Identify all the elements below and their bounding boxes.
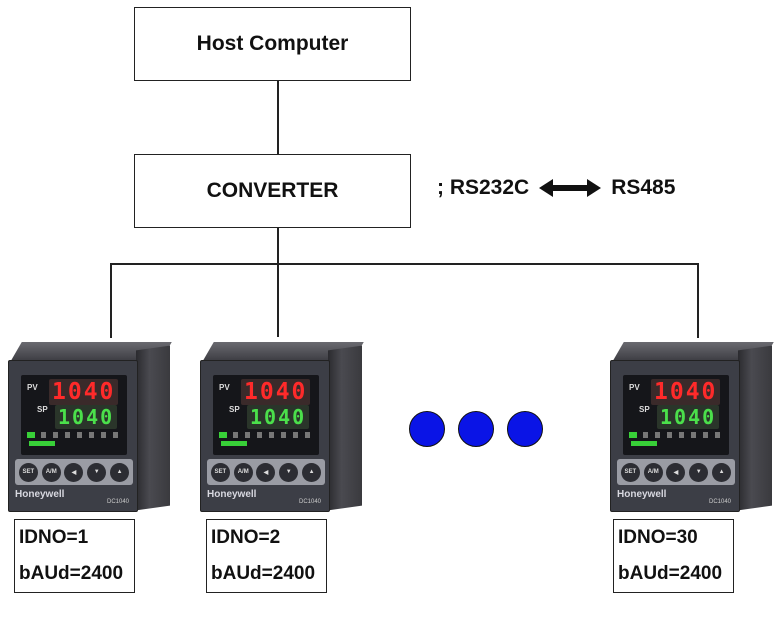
- protocol-from: ; RS232C: [437, 176, 530, 199]
- pv-readout: 1040: [241, 379, 311, 405]
- pv-label: PV: [219, 383, 230, 392]
- bus-drop-device-1: [110, 263, 112, 338]
- ellipsis-dot-icon: [409, 411, 445, 447]
- device-side: [738, 345, 772, 511]
- controller-key-2: ◀: [256, 462, 276, 482]
- converter-node: CONVERTER: [134, 154, 411, 228]
- device-baud: bAUd=2400: [19, 563, 124, 584]
- controller-key-3: ▼: [689, 462, 709, 482]
- sp-label: SP: [37, 405, 48, 414]
- device-id: IDNO=2: [211, 527, 281, 548]
- output-bargraph: [631, 441, 657, 446]
- sp-readout: 1040: [55, 405, 118, 429]
- status-indicators: [629, 432, 721, 438]
- sp-label: SP: [229, 405, 240, 414]
- device-config-label: IDNO=2 bAUd=2400: [206, 519, 327, 593]
- ellipsis-dot-icon: [507, 411, 543, 447]
- controller-key-0: SET: [18, 462, 38, 482]
- device-display: PV 1040 SP 1040: [21, 375, 127, 455]
- controller-key-0: SET: [620, 462, 640, 482]
- controller-key-3: ▼: [87, 462, 107, 482]
- controller-key-4: ▲: [302, 462, 322, 482]
- brand-logo: Honeywell: [207, 489, 257, 500]
- device-id: IDNO=1: [19, 527, 89, 548]
- pv-label: PV: [27, 383, 38, 392]
- controller-key-2: ◀: [666, 462, 686, 482]
- converter-label: CONVERTER: [206, 179, 339, 202]
- brand-logo: Honeywell: [15, 489, 65, 500]
- status-indicators: [219, 432, 311, 438]
- controller-key-2: ◀: [64, 462, 84, 482]
- device-side: [136, 345, 170, 511]
- bidirectional-arrow-icon: [539, 179, 602, 197]
- model-number: DC1040: [708, 499, 731, 505]
- rs485-bus: [110, 263, 699, 265]
- controller-key-1: A/M: [233, 462, 253, 482]
- sp-readout: 1040: [247, 405, 310, 429]
- brand-logo: Honeywell: [617, 489, 667, 500]
- controller-key-4: ▲: [110, 462, 130, 482]
- protocol-annotation: ; RS232C RS485: [437, 176, 675, 200]
- model-number: DC1040: [298, 499, 321, 505]
- output-bargraph: [29, 441, 55, 446]
- output-bargraph: [221, 441, 247, 446]
- host-computer-label: Host Computer: [196, 32, 349, 55]
- device-side: [328, 345, 362, 511]
- controller-key-1: A/M: [643, 462, 663, 482]
- bus-drop-device-3: [697, 263, 699, 338]
- device-config-label: IDNO=1 bAUd=2400: [14, 519, 135, 593]
- protocol-to: RS485: [611, 176, 676, 199]
- sp-readout: 1040: [657, 405, 720, 429]
- device-config-label: IDNO=30 bAUd=2400: [613, 519, 734, 593]
- pv-readout: 1040: [651, 379, 721, 405]
- controller-key-1: A/M: [41, 462, 61, 482]
- model-number: DC1040: [106, 499, 129, 505]
- device-baud: bAUd=2400: [618, 563, 723, 584]
- device-baud: bAUd=2400: [211, 563, 316, 584]
- controller-key-4: ▲: [712, 462, 732, 482]
- device-id: IDNO=30: [618, 527, 698, 548]
- controller-key-0: SET: [210, 462, 230, 482]
- device-display: PV 1040 SP 1040: [623, 375, 729, 455]
- ellipsis-dot-icon: [458, 411, 494, 447]
- sp-label: SP: [639, 405, 650, 414]
- pv-label: PV: [629, 383, 640, 392]
- controller-key-3: ▼: [279, 462, 299, 482]
- status-indicators: [27, 432, 119, 438]
- converter-bus-drop: [277, 227, 279, 337]
- pv-readout: 1040: [49, 379, 119, 405]
- device-display: PV 1040 SP 1040: [213, 375, 319, 455]
- host-converter-link: [277, 80, 279, 155]
- host-computer-node: Host Computer: [134, 7, 411, 81]
